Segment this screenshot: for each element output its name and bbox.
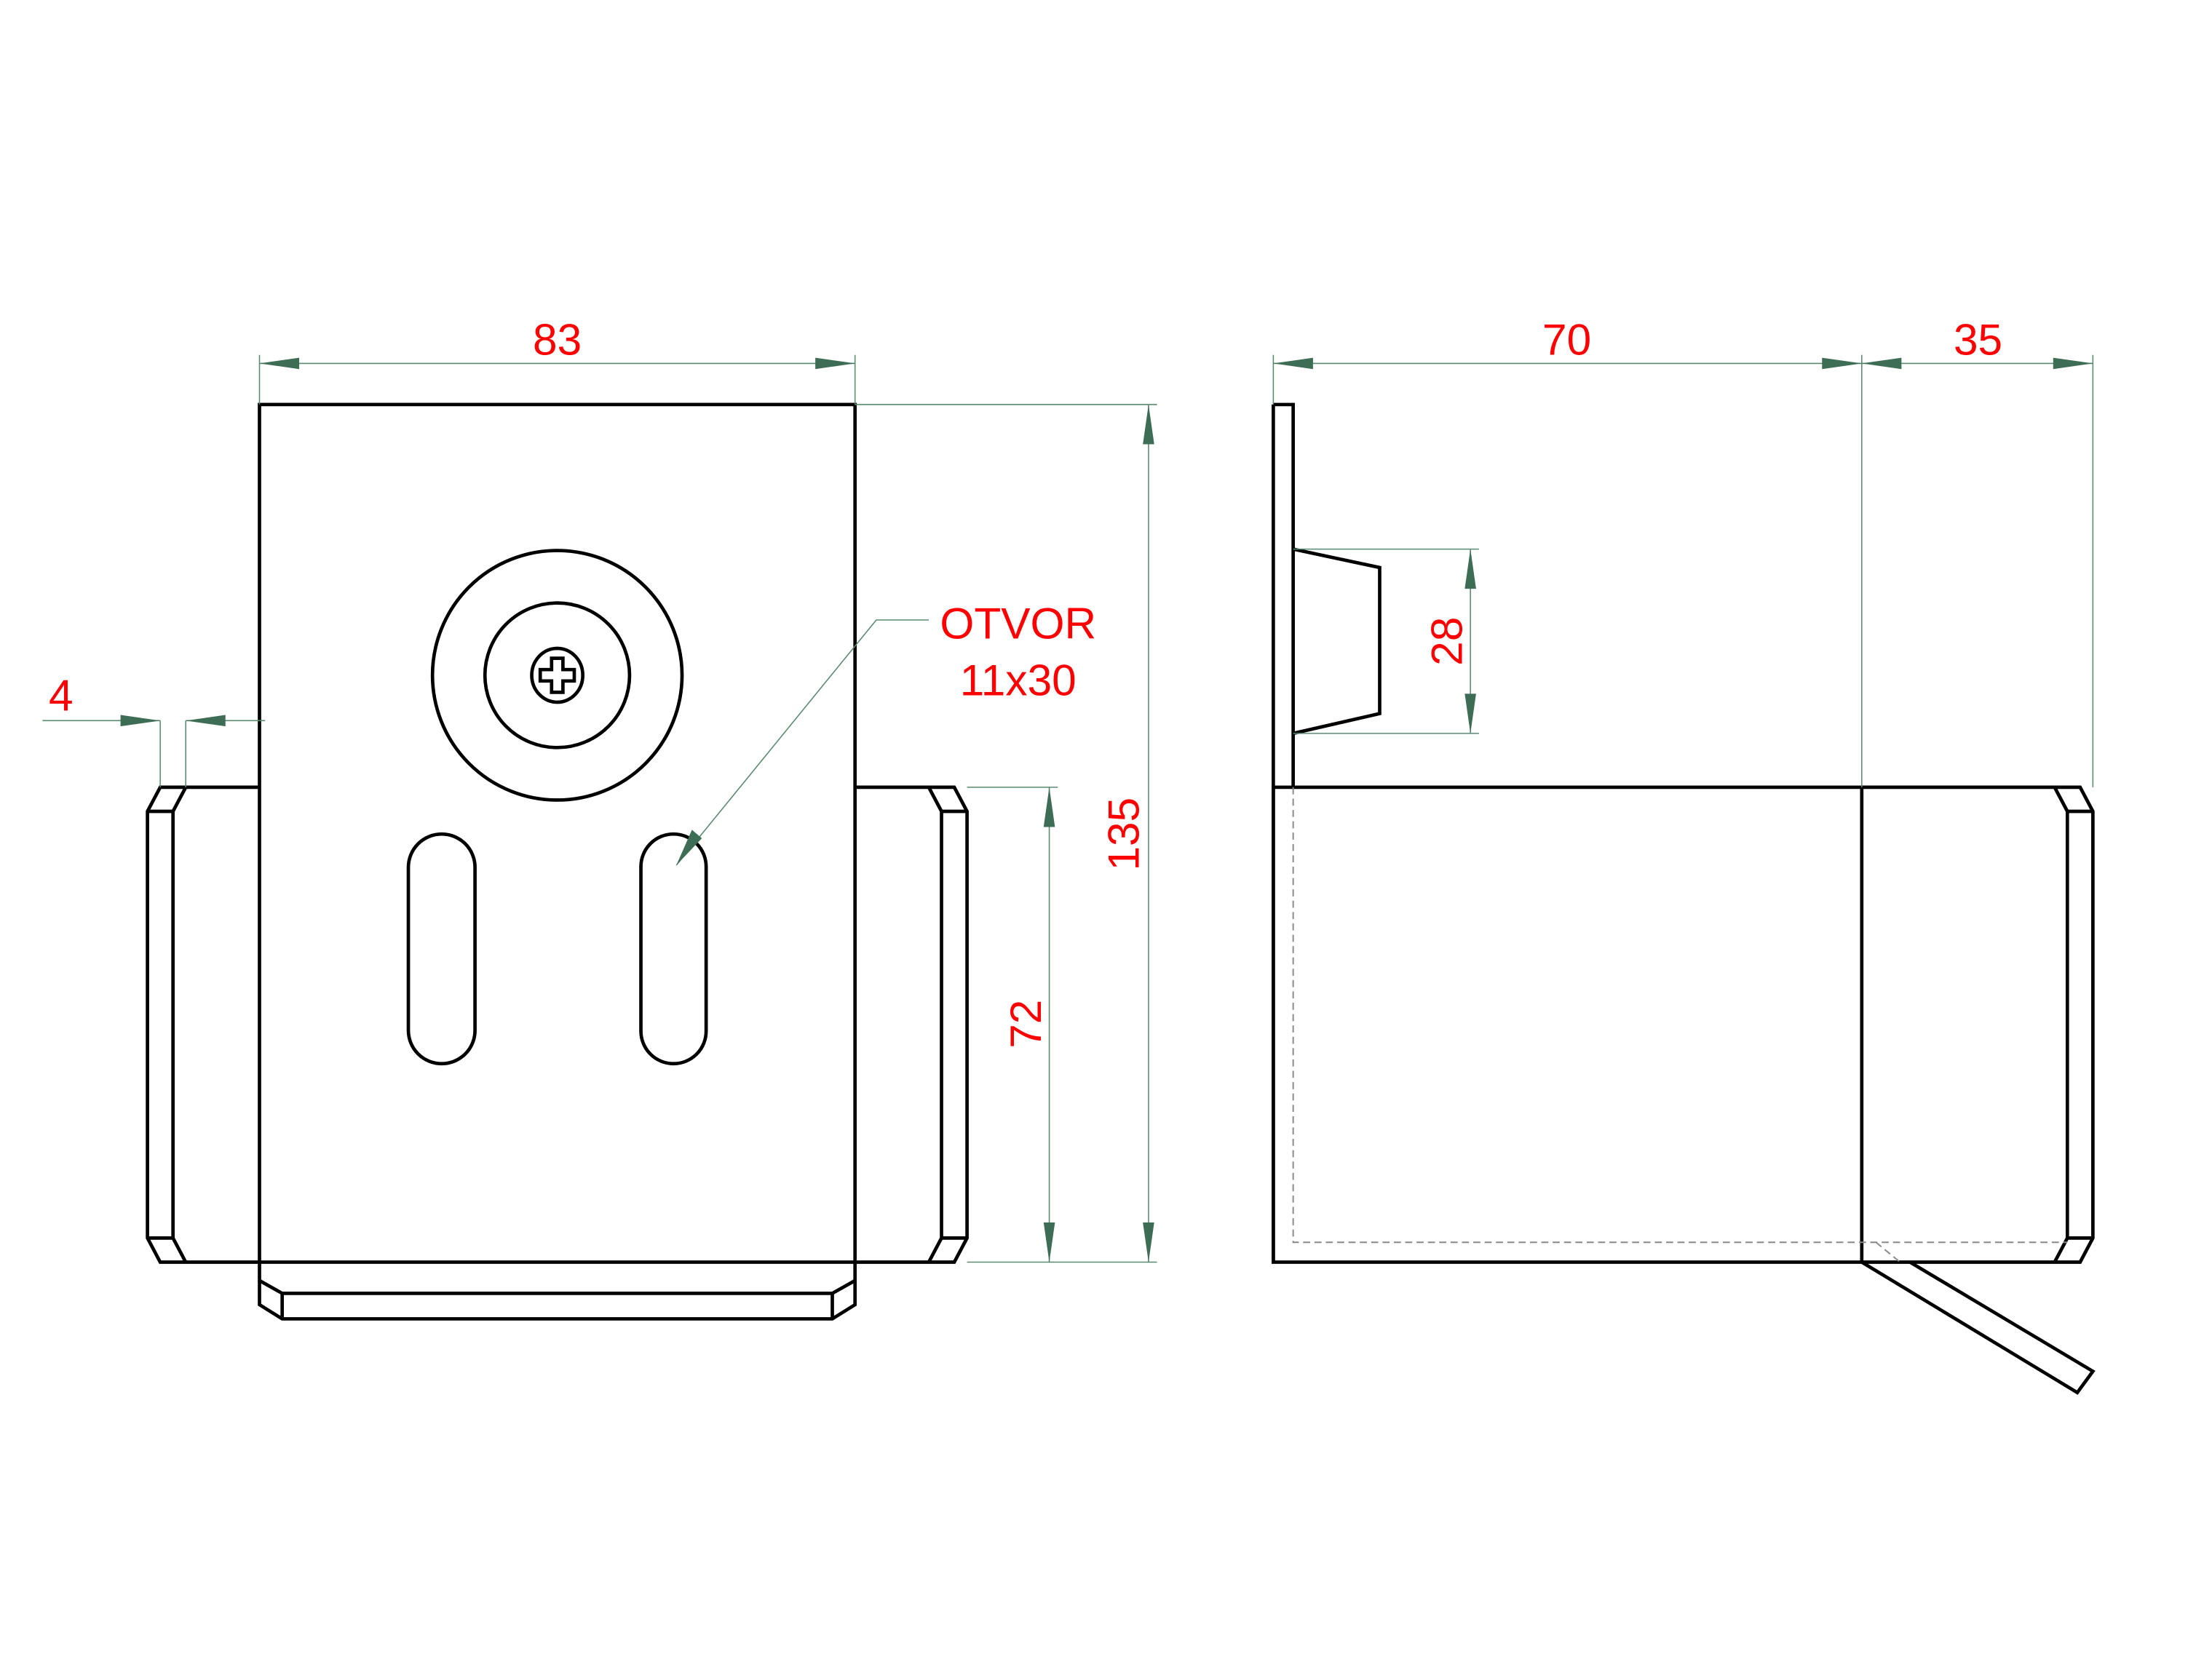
washer-profile: [1293, 547, 1381, 736]
dimension-135: 135: [855, 404, 1157, 1263]
hole-note-callout: OTVOR 11x30: [675, 598, 1096, 866]
dimension-70: 70: [1272, 315, 1863, 787]
svg-text:70: 70: [1542, 315, 1591, 365]
washer-inner: [483, 601, 632, 749]
right-flange: [855, 785, 969, 1264]
hidden-lines: [1292, 787, 2068, 1263]
side-view: 70 35 28: [1272, 315, 2096, 1395]
washer-outer: [430, 549, 684, 802]
dimension-83: 83: [258, 315, 856, 405]
front-view: 83 135 72 4 OTVOR 11x30: [42, 315, 1157, 1321]
svg-text:35: 35: [1954, 315, 2002, 365]
dimension-35: 35: [1861, 315, 2094, 787]
dimension-28: 28: [1293, 548, 1479, 734]
svg-text:135: 135: [1098, 798, 1148, 871]
side-flange: [1861, 785, 2095, 1264]
svg-text:28: 28: [1422, 617, 1471, 666]
svg-text:11x30: 11x30: [960, 655, 1077, 704]
left-flange: [146, 785, 260, 1264]
main-plate: [258, 402, 857, 1264]
slot-right: [639, 832, 708, 1066]
svg-text:4: 4: [49, 671, 74, 720]
slot-left: [406, 832, 477, 1066]
svg-text:83: 83: [533, 315, 582, 365]
back-plate: [1272, 402, 1295, 1263]
dimension-72: 72: [967, 787, 1058, 1263]
svg-text:OTVOR: OTVOR: [940, 598, 1096, 648]
svg-text:72: 72: [1001, 1000, 1050, 1049]
dimension-4: 4: [42, 671, 266, 787]
bottom-flange: [258, 1262, 857, 1321]
angled-tab: [1860, 1260, 2096, 1395]
screw-head-icon: [530, 646, 584, 704]
base-body: [1272, 785, 1864, 1264]
